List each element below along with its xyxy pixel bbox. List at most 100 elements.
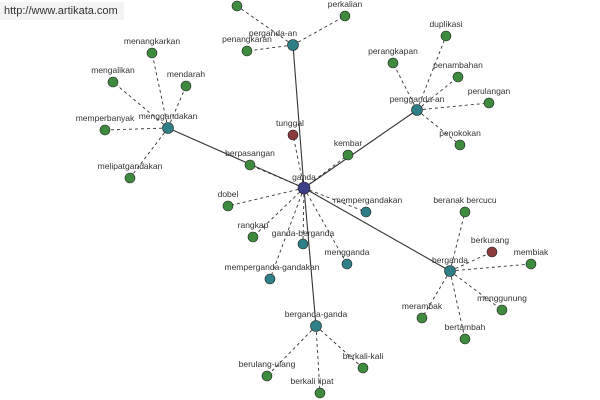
edge-pengganda-an-penambahan <box>416 76 459 111</box>
node-label-membiak: membiak <box>514 247 549 257</box>
node-circle-menggunung[interactable] <box>496 304 508 316</box>
node-label-perkalian: perkalian <box>328 0 363 9</box>
edge-ganda-berpasangan <box>249 164 305 189</box>
node-berkurang[interactable]: berkurang <box>471 235 510 258</box>
node-dobel[interactable]: dobel <box>218 189 239 212</box>
node-berpasangan[interactable]: berpasangan <box>225 148 275 171</box>
node-duplikasi[interactable]: duplikasi <box>429 19 463 42</box>
node-beranak-bercucu[interactable]: beranak bercucu <box>433 195 497 218</box>
node-circle-merambak[interactable] <box>416 312 428 324</box>
node-label-mengalikan: mengalikan <box>91 65 135 75</box>
node-bertambah[interactable]: bertambah <box>445 322 486 345</box>
node-circle-berganda[interactable] <box>444 265 456 277</box>
node-circle-perulangan[interactable] <box>483 97 495 109</box>
node-circle-mempergandakan2[interactable] <box>264 273 276 285</box>
node-circle-berkali-lipat[interactable] <box>314 387 326 399</box>
node-circle-perkalian[interactable] <box>339 10 351 22</box>
node-top-a[interactable] <box>231 0 243 12</box>
node-circle-mengganda[interactable] <box>341 258 353 270</box>
node-tunggal[interactable]: tunggal <box>276 118 304 141</box>
node-circle-tunggal[interactable] <box>287 129 299 141</box>
node-label-merambak: merambak <box>402 301 443 311</box>
node-menggandakan[interactable]: menggandakan <box>139 111 198 134</box>
node-menggunung[interactable]: menggunung <box>477 293 527 316</box>
node-circle-perangkapan[interactable] <box>387 57 399 69</box>
node-circle-berganda-ganda[interactable] <box>310 320 322 332</box>
node-label-dobel: dobel <box>218 189 239 199</box>
node-circle-pengganda-an[interactable] <box>411 104 423 116</box>
node-circle-ganda[interactable] <box>297 181 311 195</box>
edge-ganda-pengganda-an <box>303 109 418 189</box>
node-circle-memperbanyak[interactable] <box>99 124 111 136</box>
node-circle-penangkaran[interactable] <box>241 45 253 57</box>
node-perangkapan[interactable]: perangkapan <box>368 46 418 69</box>
node-perulangan[interactable]: perulangan <box>468 86 511 109</box>
node-penokokan[interactable]: penokokan <box>439 128 481 151</box>
node-berulang-ulang[interactable]: berulang-ulang <box>239 359 296 382</box>
edge-ganda-berganda <box>303 187 451 272</box>
node-mengganda[interactable]: mengganda <box>325 247 370 270</box>
node-kembar[interactable]: kembar <box>334 138 363 161</box>
node-label-berpasangan: berpasangan <box>225 148 275 158</box>
node-melipatgandakan[interactable]: melipatgandakan <box>98 161 163 184</box>
node-circle-mempergandakan[interactable] <box>360 206 372 218</box>
edge-menggandakan-menangkarkan <box>151 52 169 129</box>
node-circle-duplikasi[interactable] <box>440 30 452 42</box>
node-circle-berpasangan[interactable] <box>244 159 256 171</box>
node-circle-berganda-an[interactable] <box>287 39 299 51</box>
node-ganda[interactable]: ganda <box>292 172 316 195</box>
edge-ganda-dobel <box>227 187 305 207</box>
node-berkali-lipat[interactable]: berkali lipat <box>291 376 335 399</box>
node-rangkap[interactable]: rangkap <box>238 220 269 243</box>
watermark-link[interactable]: http://www.artikata.com <box>0 2 124 20</box>
node-circle-membiak[interactable] <box>525 258 537 270</box>
node-mengalikan[interactable]: mengalikan <box>91 65 135 88</box>
node-circle-berulang-ulang[interactable] <box>261 370 273 382</box>
node-circle-penambahan[interactable] <box>452 71 464 83</box>
node-membiak[interactable]: membiak <box>514 247 549 270</box>
node-circle-melipatgandakan[interactable] <box>124 172 136 184</box>
node-berganda-an[interactable]: perganda-an <box>249 28 299 51</box>
node-circle-berkurang[interactable] <box>486 246 498 258</box>
node-circle-beranak-bercucu[interactable] <box>459 206 471 218</box>
edge-berganda-an-penangkaran <box>246 44 294 52</box>
edge-berganda-ganda-berkali-kali <box>315 325 364 369</box>
node-mempergandakan[interactable]: mempergandakan <box>334 195 403 218</box>
edge-pengganda-an-perulangan <box>416 102 490 111</box>
node-circle-berkali-kali[interactable] <box>357 362 369 374</box>
edge-ganda-mempergandakan2 <box>269 187 305 280</box>
node-memperbanyak[interactable]: memperbanyak <box>76 113 135 136</box>
node-pengganda-an[interactable]: pengganda-an <box>390 94 445 116</box>
edge-pengganda-an-perangkapan <box>392 62 418 111</box>
node-circle-kembar[interactable] <box>342 149 354 161</box>
node-circle-bertambah[interactable] <box>459 333 471 345</box>
node-circle-mendarah[interactable] <box>180 80 192 92</box>
node-circle-penokokan[interactable] <box>454 139 466 151</box>
node-ganda-berganda[interactable]: ganda-berganda <box>272 228 335 250</box>
node-circle-dobel[interactable] <box>222 200 234 212</box>
node-penangkaran[interactable]: penangkaran <box>222 34 272 57</box>
node-circle-rangkap[interactable] <box>247 231 259 243</box>
node-berkali-kali[interactable]: berkali-kali <box>343 351 384 374</box>
node-merambak[interactable]: merambak <box>402 301 443 324</box>
node-label-tunggal: tunggal <box>276 118 304 128</box>
node-mempergandakan2[interactable]: memperganda-gandakan <box>225 262 320 285</box>
edge-menggandakan-memperbanyak <box>104 127 169 131</box>
node-label-berganda-ganda: berganda-ganda <box>285 309 348 319</box>
node-label-duplikasi: duplikasi <box>429 19 462 29</box>
node-mendarah[interactable]: mendarah <box>167 69 206 92</box>
edge-ganda-mempergandakan <box>303 187 367 213</box>
node-berganda-ganda[interactable]: berganda-ganda <box>285 309 348 332</box>
node-perkalian[interactable]: perkalian <box>328 0 363 22</box>
node-label-mempergandakan: mempergandakan <box>334 195 403 205</box>
node-label-berkali-kali: berkali-kali <box>343 351 384 361</box>
node-circle-top-a[interactable] <box>231 0 243 12</box>
node-circle-ganda-berganda[interactable] <box>297 238 309 250</box>
node-menangkarkan[interactable]: menangkarkan <box>124 36 181 59</box>
node-label-penambahan: penambahan <box>433 60 483 70</box>
node-penambahan[interactable]: penambahan <box>433 60 483 83</box>
node-berganda[interactable]: berganda <box>432 255 468 277</box>
node-circle-menggandakan[interactable] <box>162 122 174 134</box>
node-circle-menangkarkan[interactable] <box>146 47 158 59</box>
node-circle-mengalikan[interactable] <box>107 76 119 88</box>
